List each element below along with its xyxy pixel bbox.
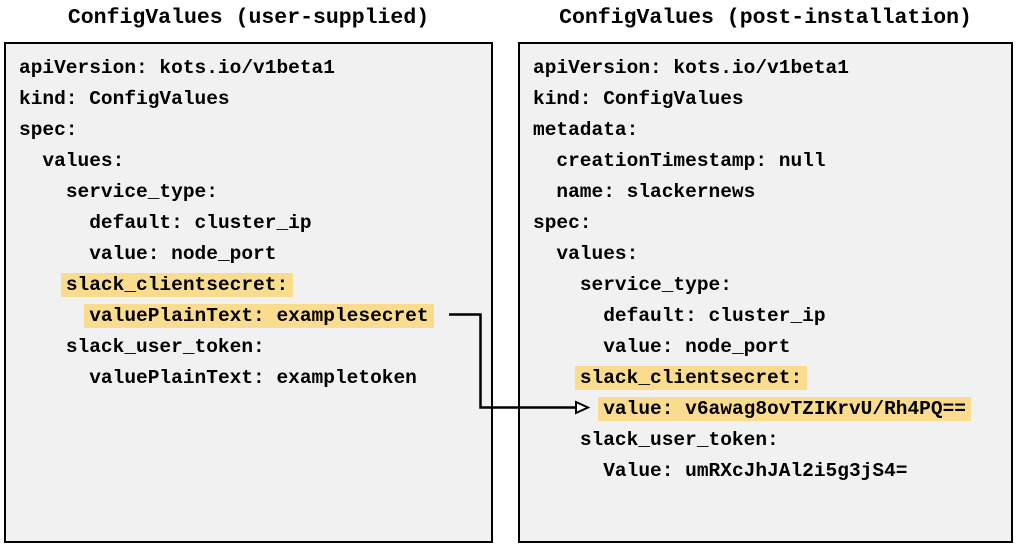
code-line: name: slackernews — [533, 177, 1011, 208]
code-text: apiVersion: kots.io/v1beta1 — [533, 57, 849, 79]
code-text: slack_user_token: — [579, 429, 779, 451]
code-text: valuePlainText: exampletoken — [89, 367, 417, 389]
user-supplied-config-code: apiVersion: kots.io/v1beta1 kind: ConfigV… — [6, 44, 491, 394]
post-installation-config-panel: apiVersion: kots.io/v1beta1 kind: ConfigV… — [518, 42, 1013, 543]
right-panel-title: ConfigValues (post-installation) — [559, 6, 972, 30]
code-line: Value: umRXcJhJAl2i5g3jS4= — [533, 456, 1011, 487]
code-line: value: v6awag8ovTZIKrvU/Rh4PQ== — [533, 394, 1011, 425]
code-line: valuePlainText: exampletoken — [19, 363, 491, 394]
code-text: creationTimestamp: null — [556, 150, 826, 172]
highlighted-text: slack_clientsecret: — [574, 366, 808, 390]
code-text: default: cluster_ip — [603, 305, 826, 327]
code-text: spec: — [19, 119, 78, 141]
highlighted-text: valuePlainText: examplesecret — [84, 304, 434, 328]
code-line: default: cluster_ip — [19, 208, 491, 239]
code-text: value: node_port — [89, 243, 277, 265]
code-line: values: — [533, 239, 1011, 270]
code-line: service_type: — [533, 270, 1011, 301]
code-line: spec: — [19, 115, 491, 146]
highlighted-text: slack_clientsecret: — [60, 273, 294, 297]
code-line: creationTimestamp: null — [533, 146, 1011, 177]
code-text: values: — [42, 150, 125, 172]
code-text: spec: — [533, 212, 592, 234]
code-line: slack_user_token: — [19, 332, 491, 363]
code-text: service_type: — [65, 181, 218, 203]
code-text: service_type: — [579, 274, 732, 296]
highlighted-text: value: v6awag8ovTZIKrvU/Rh4PQ== — [598, 397, 971, 421]
code-line: kind: ConfigValues — [533, 84, 1011, 115]
code-text: kind: ConfigValues — [19, 88, 230, 110]
code-text: default: cluster_ip — [89, 212, 312, 234]
code-line: metadata: — [533, 115, 1011, 146]
code-line: slack_clientsecret: — [19, 270, 491, 301]
code-line: apiVersion: kots.io/v1beta1 — [533, 53, 1011, 84]
post-installation-config-code: apiVersion: kots.io/v1beta1 kind: ConfigV… — [520, 44, 1011, 487]
code-text: name: slackernews — [556, 181, 756, 203]
code-text: metadata: — [533, 119, 639, 141]
user-supplied-config-panel: apiVersion: kots.io/v1beta1 kind: ConfigV… — [4, 42, 493, 543]
code-line: valuePlainText: examplesecret — [19, 301, 491, 332]
code-text: values: — [556, 243, 639, 265]
code-line: service_type: — [19, 177, 491, 208]
code-text: apiVersion: kots.io/v1beta1 — [19, 57, 335, 79]
code-line: kind: ConfigValues — [19, 84, 491, 115]
code-line: slack_clientsecret: — [533, 363, 1011, 394]
code-line: slack_user_token: — [533, 425, 1011, 456]
code-text: Value: umRXcJhJAl2i5g3jS4= — [603, 460, 908, 482]
code-line: default: cluster_ip — [533, 301, 1011, 332]
code-text: value: node_port — [603, 336, 791, 358]
left-panel-title: ConfigValues (user-supplied) — [67, 6, 430, 30]
code-line: values: — [19, 146, 491, 177]
code-text: kind: ConfigValues — [533, 88, 744, 110]
code-line: spec: — [533, 208, 1011, 239]
code-text: slack_user_token: — [65, 336, 265, 358]
code-line: value: node_port — [533, 332, 1011, 363]
code-line: apiVersion: kots.io/v1beta1 — [19, 53, 491, 84]
code-line: value: node_port — [19, 239, 491, 270]
